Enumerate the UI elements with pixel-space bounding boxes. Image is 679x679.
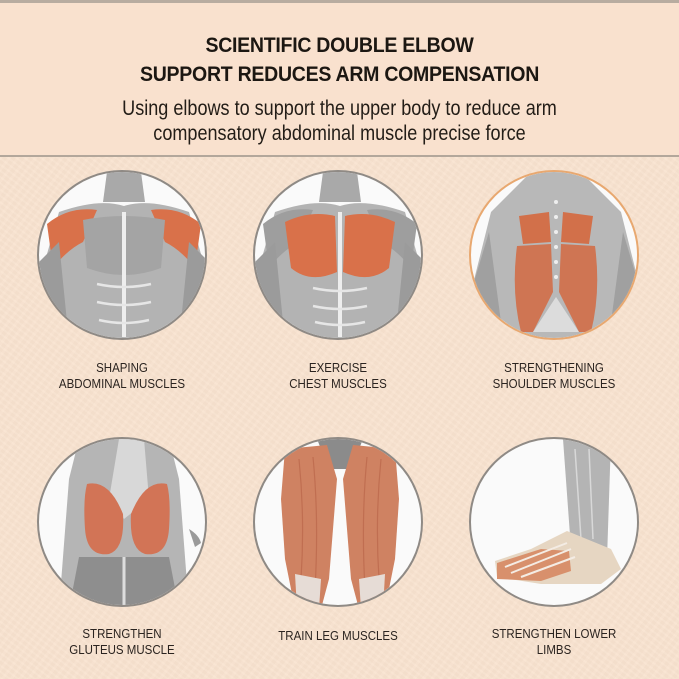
subtitle-line-1: Using elbows to support the upper body t… — [122, 97, 557, 120]
subtitle-line-2: compensatory abdominal muscle precise fo… — [153, 122, 526, 145]
benefit-label-line-1: STRENGTHEN LOWER — [491, 627, 617, 641]
benefit-label-abdominal: SHAPING ABDOMINAL MUSCLES — [30, 360, 214, 392]
thigh-muscles-highlight-icon — [281, 439, 399, 605]
benefit-label-line-2: LIMBS — [536, 643, 572, 657]
top-divider — [0, 0, 679, 3]
benefit-label-chest: EXERCISE CHEST MUSCLES — [246, 360, 430, 392]
benefit-label-line-2: SHOULDER MUSCLES — [492, 377, 616, 391]
benefit-label-line-2: GLUTEUS MUSCLE — [69, 643, 175, 657]
benefit-label-gluteus: STRENGTHEN GLUTEUS MUSCLE — [30, 626, 214, 658]
title-line-1: SCIENTIFIC DOUBLE ELBOW — [205, 34, 474, 57]
benefit-image-shoulder — [469, 170, 639, 340]
title-line-2: SUPPORT REDUCES ARM COMPENSATION — [139, 63, 540, 86]
benefit-label-line-1: STRENGTHEN — [82, 627, 162, 641]
benefit-label-line-1: STRENGTHENING — [504, 361, 604, 375]
benefit-label-line-1: TRAIN LEG MUSCLES — [278, 629, 398, 643]
gluteus-highlight-icon — [59, 439, 201, 605]
foot-ankle-highlight-icon — [495, 439, 621, 584]
benefit-label-lower-limbs: STRENGTHEN LOWER LIMBS — [462, 626, 646, 658]
benefit-label-line-2: CHEST MUSCLES — [289, 377, 387, 391]
torso-chest-highlight-icon — [255, 172, 421, 338]
benefit-label-shoulder: STRENGTHENING SHOULDER MUSCLES — [462, 360, 646, 392]
benefit-image-chest — [253, 170, 423, 340]
benefit-image-lower-limbs — [469, 437, 639, 607]
benefit-image-abdominal — [37, 170, 207, 340]
benefit-image-gluteus — [37, 437, 207, 607]
header-banner: SCIENTIFIC DOUBLE ELBOW SUPPORT REDUCES … — [0, 3, 679, 157]
benefit-label-line-2: ABDOMINAL MUSCLES — [58, 377, 186, 391]
back-muscles-highlight-icon — [471, 172, 637, 338]
benefit-image-leg — [253, 437, 423, 607]
torso-shoulders-highlight-icon — [39, 172, 205, 338]
benefit-label-line-1: SHAPING — [96, 361, 148, 375]
benefit-label-line-1: EXERCISE — [308, 361, 368, 375]
benefit-label-leg: TRAIN LEG MUSCLES — [246, 628, 430, 644]
